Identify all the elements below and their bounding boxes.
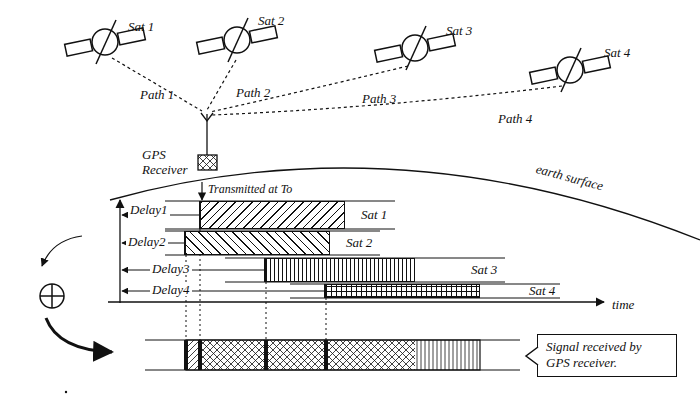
satellite-name: Sat 1 (128, 20, 154, 35)
satellite-label: Sat 2 (346, 235, 372, 251)
surface-label: earth surface (534, 162, 604, 194)
delay-label: Delay4 (150, 283, 192, 296)
path-label: Path 1 (140, 88, 174, 103)
time-axis (108, 301, 604, 302)
curved-arrow (42, 236, 82, 266)
signal-bar: Sat 1 (200, 201, 345, 229)
combined-signal-bar (145, 340, 520, 370)
satellite-name: Sat 2 (258, 14, 284, 29)
earth-surface-arc (110, 168, 700, 240)
signal-bar: Sat 4 (325, 284, 480, 298)
satellite-label: Sat 3 (471, 262, 497, 278)
delay-label: Delay1 (128, 203, 170, 216)
satellite-label: Sat 1 (361, 207, 387, 223)
satellite-name: Sat 4 (604, 46, 630, 61)
gps-receiver (198, 113, 217, 170)
path-label: Path 2 (236, 86, 270, 101)
transmit-note: Transmitted at To (206, 183, 294, 195)
callout-text: Signal received by GPS receiver. (546, 339, 668, 372)
callout-box: Signal received by GPS receiver. (537, 334, 677, 377)
curved-arrow (46, 318, 112, 352)
delay-label: Delay2 (126, 235, 168, 248)
satellite-label: Sat 4 (529, 283, 555, 299)
path-label: Path 4 (498, 112, 532, 127)
satellite (375, 26, 456, 70)
satellite (530, 48, 611, 92)
delay-label: Delay3 (150, 262, 192, 275)
signal-bar: Sat 3 (265, 258, 415, 282)
stray-dot (65, 391, 67, 393)
bar-guide-line (165, 201, 560, 298)
signal-bar: Sat 2 (185, 231, 330, 255)
path-label: Path 3 (362, 92, 396, 107)
axis-label: time (612, 298, 634, 313)
signal-path (112, 58, 562, 115)
sum-symbol (40, 284, 64, 308)
delay-axis (119, 200, 120, 303)
callout-pointer (525, 347, 539, 365)
receiver-label: GPS Receiver (142, 148, 194, 178)
satellite-name: Sat 3 (446, 24, 472, 39)
transmit-pointer (201, 182, 202, 200)
